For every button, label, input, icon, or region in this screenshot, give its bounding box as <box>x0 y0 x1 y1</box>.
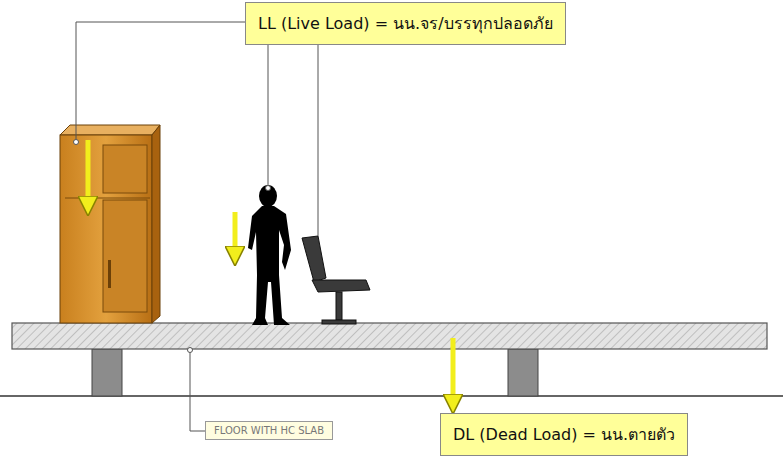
load-arrow <box>233 212 238 256</box>
callout-box: DL (Dead Load) = นน.ตายตัว <box>440 413 688 456</box>
leader-dot <box>266 186 271 191</box>
node-text: LL (Live Load) = นน.จร/บรรทุกปลอดภัย <box>258 11 553 36</box>
leader-line <box>76 22 318 431</box>
cabinet <box>60 125 160 323</box>
chair <box>302 236 370 324</box>
person-silhouette <box>248 185 291 325</box>
leader-dot <box>74 140 79 145</box>
load-arrow <box>451 338 456 404</box>
load-arrow <box>86 140 91 206</box>
callout-box: LL (Live Load) = นน.จร/บรรทุกปลอดภัย <box>245 2 566 45</box>
node-text: FLOOR WITH HC SLAB <box>214 425 324 436</box>
support-column <box>92 349 122 396</box>
label-box: FLOOR WITH HC SLAB <box>205 421 333 440</box>
node-text: DL (Dead Load) = นน.ตายตัว <box>453 422 675 447</box>
support-column <box>508 349 538 396</box>
leader-dot <box>188 348 193 353</box>
floor-slab <box>12 323 767 349</box>
